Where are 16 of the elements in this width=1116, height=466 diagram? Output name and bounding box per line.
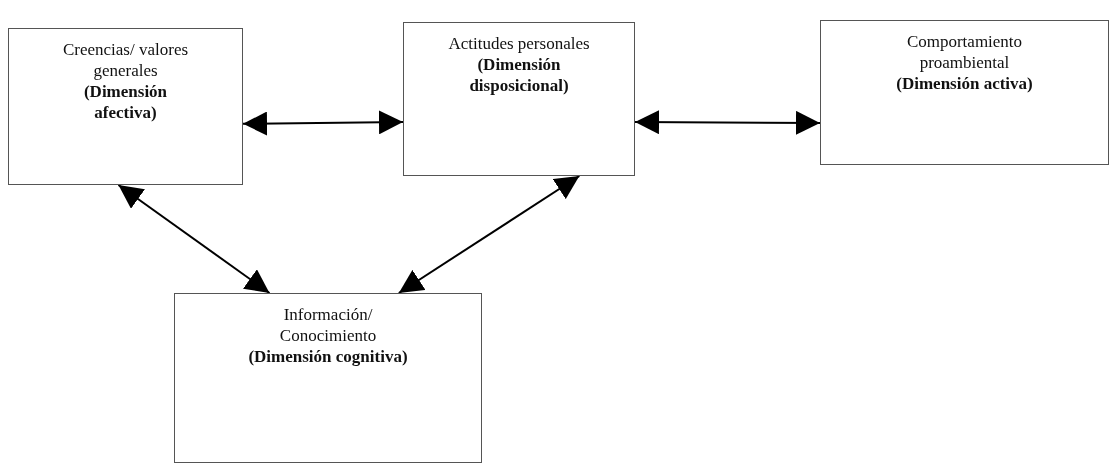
concept-label: Actitudes personales xyxy=(447,33,591,54)
double-arrow xyxy=(397,175,581,294)
dimension-label: (Dimensión disposicional) xyxy=(468,54,570,96)
concept-label: Información/ Conocimiento xyxy=(278,304,378,346)
dimension-label: (Dimensión afectiva) xyxy=(82,81,169,123)
text-box xyxy=(8,28,243,185)
dimension-label: (Dimensión cognitiva) xyxy=(247,346,409,367)
double-arrow xyxy=(117,184,271,294)
text-box xyxy=(820,20,1109,165)
dimension-label: (Dimensión activa) xyxy=(895,73,1034,94)
double-arrow xyxy=(634,110,821,135)
text-box xyxy=(403,22,635,176)
double-arrow xyxy=(242,110,404,136)
text-box xyxy=(174,293,482,463)
concept-label: Comportamiento proambiental xyxy=(905,31,1024,73)
concept-label: Creencias/ valores generales xyxy=(61,39,190,81)
